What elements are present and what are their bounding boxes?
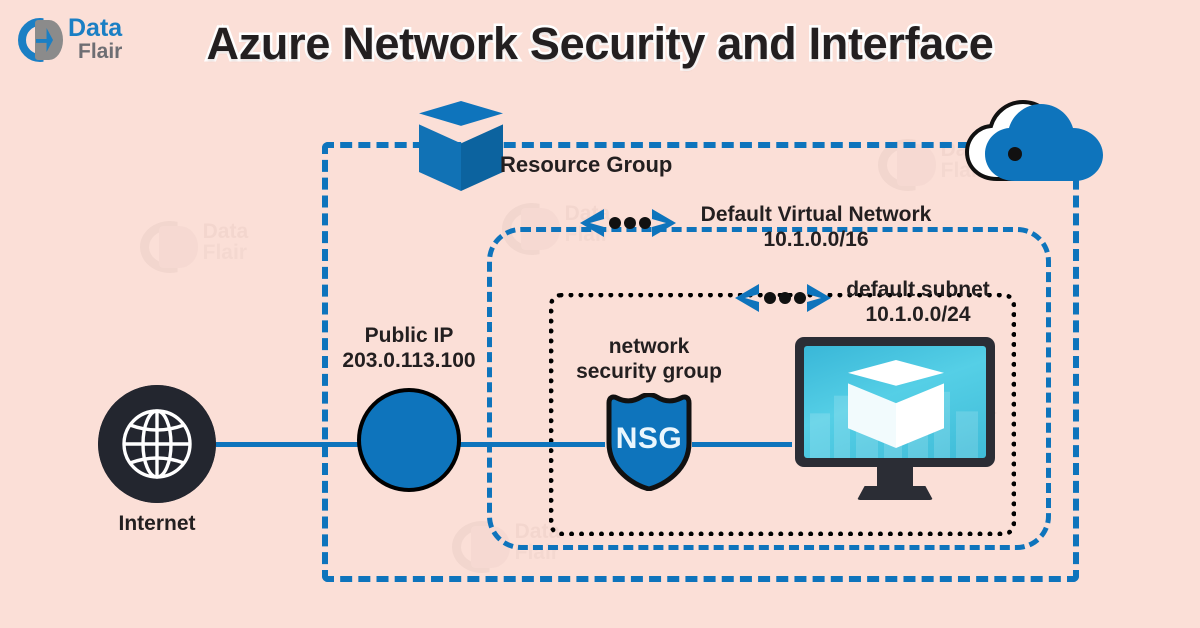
- virtual-network-boundary: [487, 227, 1051, 550]
- nsg-label-line-1: network: [608, 335, 690, 358]
- virtual-network-label: Default Virtual Network 10.1.0.0/16: [684, 202, 948, 252]
- vm-cube-icon: [848, 360, 944, 448]
- nsg-label: network security group: [562, 334, 736, 384]
- connector-nsg-to-vm: [692, 442, 792, 447]
- subnet-cidr: 10.1.0.0/24: [865, 303, 971, 327]
- page-title: Azure Network Security and Interface: [204, 16, 996, 72]
- shield-icon: [606, 393, 692, 491]
- watermark-d-icon: [159, 225, 199, 268]
- virtual-network-name: Default Virtual Network: [700, 203, 932, 226]
- virtual-network-cidr: 10.1.0.0/16: [763, 228, 869, 252]
- dataflair-logo: Data Flair: [16, 12, 146, 68]
- public-ip-address: 203.0.113.100: [342, 349, 476, 373]
- cube-icon: [419, 101, 503, 191]
- watermark: Data Flair: [140, 218, 248, 282]
- subnet-label: default subnet 10.1.0.0/24: [838, 277, 998, 327]
- internet-label: Internet: [118, 512, 196, 535]
- cloud-icon: [964, 99, 1103, 181]
- chevron-dots-marker-icon: [580, 209, 676, 237]
- logo-ring-icon: [18, 18, 44, 62]
- resource-group-label: Resource Group: [500, 152, 673, 177]
- monitor-vm-icon: [795, 337, 995, 509]
- public-ip-node: [357, 388, 461, 492]
- watermark-word-1: Data: [202, 219, 249, 243]
- nsg-badge-text: NSG: [615, 422, 683, 455]
- public-ip-title: Public IP: [364, 324, 454, 347]
- subnet-name: default subnet: [846, 278, 990, 301]
- logo-word-data: Data: [68, 14, 123, 42]
- connector-public-ip-to-nsg: [460, 442, 605, 447]
- chevron-dots-marker-icon: [735, 284, 831, 312]
- nsg-label-line-2: security group: [576, 360, 722, 384]
- globe-icon: [98, 385, 216, 503]
- watermark-word-2: Flair: [202, 240, 247, 264]
- watermark-ring-icon: [140, 220, 178, 274]
- connector-internet-to-public-ip: [216, 442, 361, 447]
- resource-group-boundary: [322, 142, 1079, 582]
- logo-word-flair: Flair: [78, 39, 123, 63]
- public-ip-label: Public IP 203.0.113.100: [308, 323, 510, 373]
